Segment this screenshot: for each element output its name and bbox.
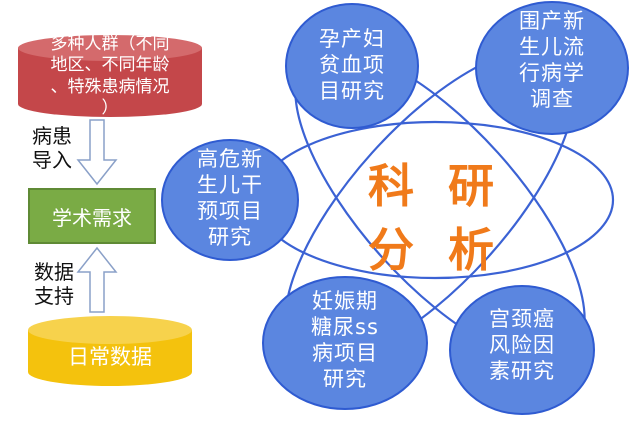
project-4-label: 妊娠期 糖尿ss 病项目 研究 xyxy=(311,289,379,391)
project-5-label: 宫颈癌 风险因 素研究 xyxy=(489,307,555,383)
project-2-label: 围产新 生儿流 行病学 调查 xyxy=(519,9,585,111)
center-char-3: 分 xyxy=(368,223,414,277)
project-circle-2 xyxy=(475,1,629,135)
ring-ellipse-horizontal xyxy=(255,120,615,280)
center-char-2: 研 xyxy=(448,159,494,213)
center-char-1: 科 xyxy=(368,159,414,213)
arrow-label-patient-import: 病患 导入 xyxy=(32,124,72,172)
center-char-4: 析 xyxy=(448,223,494,277)
project-circle-4 xyxy=(262,276,428,410)
data-cylinder-label: 日常数据 xyxy=(68,345,152,369)
project-circle-3 xyxy=(161,139,299,261)
source-cylinder-label: 多种人群（不同 地区、不同年龄 、特殊患病情况 ） xyxy=(50,34,170,118)
project-circle-1 xyxy=(285,3,419,129)
arrow-label-data-support: 数据 支持 xyxy=(34,260,74,308)
project-circle-5 xyxy=(449,285,595,415)
project-1-label: 孕产妇 贫血项 目研究 xyxy=(319,27,385,103)
data-cylinder-shape xyxy=(28,316,192,386)
source-cylinder-shape xyxy=(18,35,202,117)
arrow-up xyxy=(76,246,118,313)
arrow-down xyxy=(76,119,118,186)
academic-need-box: 学术需求 xyxy=(28,188,156,244)
project-3-label: 高危新 生儿干 预项目 研究 xyxy=(197,147,263,249)
